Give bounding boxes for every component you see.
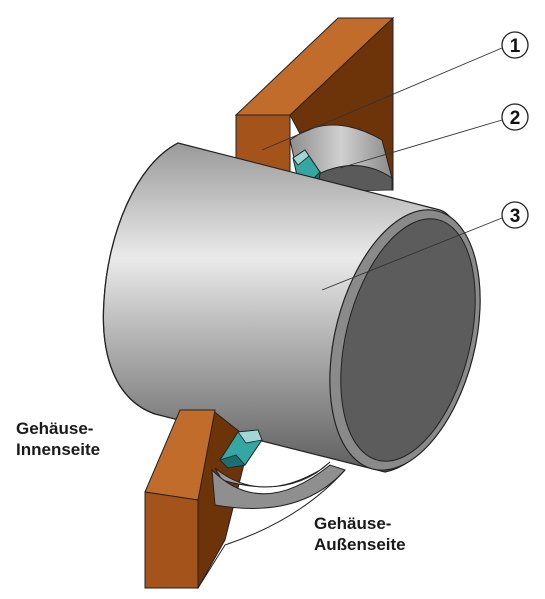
seal-ring-lower — [219, 429, 263, 469]
label-housing-inner-side: Gehäuse- Innenseite — [16, 419, 101, 459]
callout-2: 2 — [501, 103, 529, 131]
leader-line-3 — [321, 217, 503, 291]
callout-number-3: 3 — [510, 206, 521, 227]
shaft-back-rim — [102, 142, 179, 415]
shaft — [102, 142, 481, 473]
callout-number-1: 1 — [510, 36, 521, 57]
callout-circle-3 — [501, 201, 529, 229]
callout-3: 3 — [501, 201, 529, 229]
label-housing-outer-side: Gehäuse- Außenseite — [314, 514, 406, 554]
leader-line-2 — [339, 119, 503, 169]
callout-1: 1 — [501, 31, 529, 59]
leader-line-1 — [261, 47, 503, 151]
callout-circle-1 — [501, 31, 529, 59]
seal-lower-highlight — [237, 429, 263, 444]
seal-upper-highlight — [292, 149, 310, 166]
shaft-end-face — [340, 218, 476, 462]
leader-lines — [261, 47, 503, 291]
housing-lower-front-face — [144, 491, 199, 589]
housing-lower-bore — [214, 461, 331, 488]
housing-lower-outer-edge — [197, 469, 346, 589]
seal-lower-shadow — [219, 454, 246, 469]
callout-circle-2 — [501, 103, 529, 131]
callout-number-2: 2 — [510, 108, 521, 129]
